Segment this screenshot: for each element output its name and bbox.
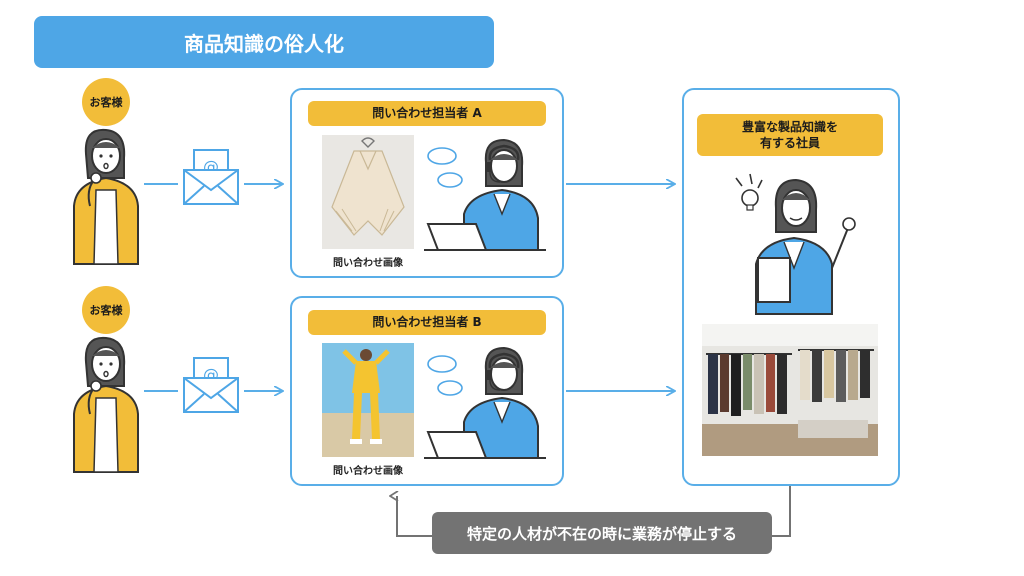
customer-badge-b: お客様 bbox=[82, 286, 130, 334]
inquiry-photo-caption-b: 問い合わせ画像 bbox=[333, 466, 403, 477]
feedback-line bbox=[772, 486, 791, 537]
expert-label: 豊富な製品知識を 有する社員 bbox=[697, 114, 883, 156]
title-text: 商品知識の俗人化 bbox=[184, 31, 344, 56]
customer-badge-label: お客様 bbox=[89, 96, 123, 109]
footer-note-text: 特定の人材が不在の時に業務が停止する bbox=[466, 524, 737, 543]
expert-label-line2: 有する社員 bbox=[759, 136, 820, 150]
support-agent-b-icon bbox=[424, 346, 546, 459]
handler-label-text: 問い合わせ担当者 B bbox=[372, 315, 482, 330]
customer-a-figure-icon bbox=[73, 128, 139, 265]
customer-badge-label: お客様 bbox=[89, 304, 123, 317]
handler-label-b: 問い合わせ担当者 B bbox=[308, 310, 546, 335]
title-banner: 商品知識の俗人化 bbox=[34, 16, 494, 68]
clothing-store-photo bbox=[702, 324, 878, 456]
customer-b-figure-icon bbox=[73, 336, 139, 473]
mail-icon-b: @ bbox=[183, 357, 239, 413]
expert-label-line1: 豊富な製品知識を bbox=[741, 119, 838, 134]
handler-label-text: 問い合わせ担当者 A bbox=[372, 106, 482, 121]
feedback-arrow bbox=[397, 496, 432, 537]
inquiry-photo-knit-poncho bbox=[322, 135, 414, 249]
inquiry-photo-caption-a: 問い合わせ画像 bbox=[333, 258, 403, 269]
handler-label-a: 問い合わせ担当者 A bbox=[308, 101, 546, 126]
knowledgeable-employee-icon bbox=[735, 173, 856, 315]
footer-note: 特定の人材が不在の時に業務が停止する bbox=[432, 512, 772, 554]
inquiry-photo-yellow-tracksuit bbox=[322, 343, 414, 457]
customer-badge-a: お客様 bbox=[82, 78, 130, 126]
support-agent-a-icon bbox=[424, 138, 546, 251]
mail-icon-a: @ bbox=[183, 149, 239, 205]
